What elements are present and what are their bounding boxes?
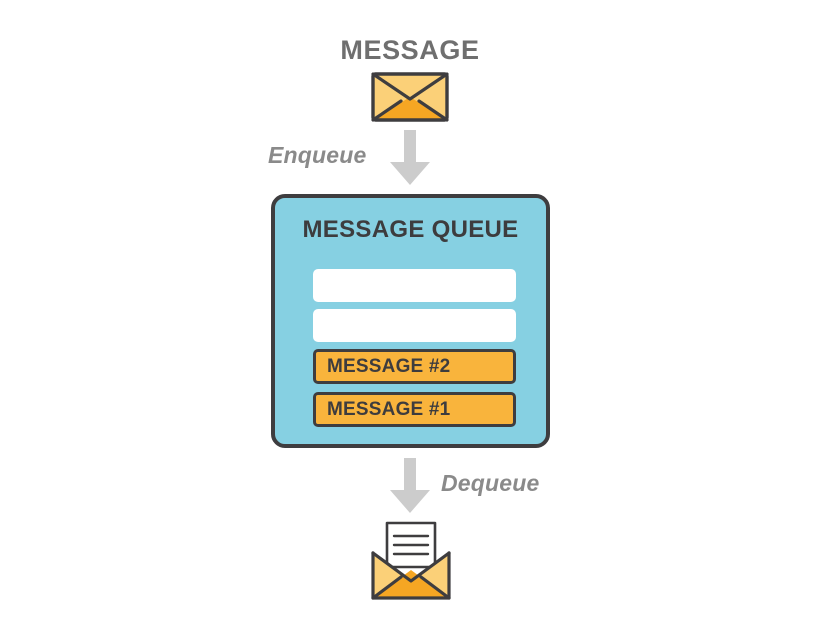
dequeue-label: Dequeue (441, 470, 540, 496)
queue-slot-message-1[interactable]: MESSAGE #1 (313, 392, 516, 427)
message-queue-box: MESSAGE QUEUE MESSAGE #2 MESSAGE #1 (271, 194, 550, 448)
page-title: MESSAGE (340, 35, 480, 65)
queue-slot-message-2[interactable]: MESSAGE #2 (313, 349, 516, 384)
enqueue-arrow-down-icon (388, 130, 432, 186)
dequeue-arrow-down-icon (388, 458, 432, 514)
envelope-open-letter-icon (369, 521, 453, 601)
queue-slot-empty[interactable] (313, 309, 516, 342)
queue-slot-label: MESSAGE #2 (327, 355, 451, 377)
envelope-closed-icon (371, 72, 449, 122)
queue-slot-stack: MESSAGE #2 MESSAGE #1 (313, 269, 516, 435)
queue-title: MESSAGE QUEUE (302, 216, 519, 243)
queue-slot-empty[interactable] (313, 269, 516, 302)
enqueue-label: Enqueue (268, 142, 367, 168)
queue-slot-label: MESSAGE #1 (327, 398, 451, 420)
